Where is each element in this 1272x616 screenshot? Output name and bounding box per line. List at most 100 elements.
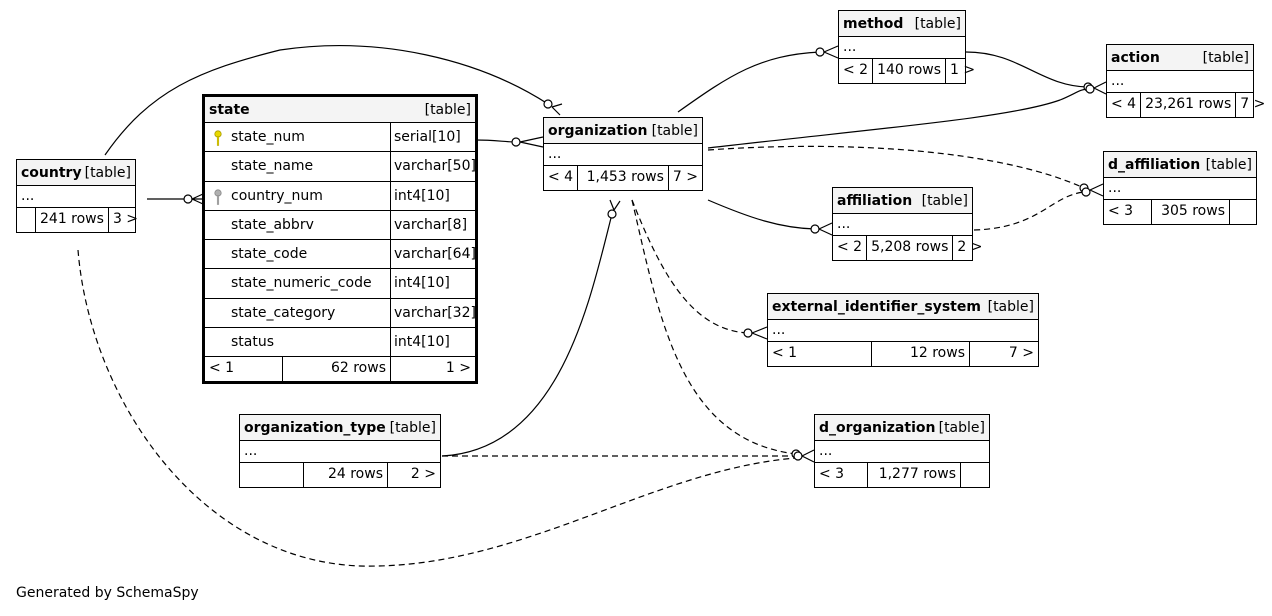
table-name: d_affiliation <box>1108 156 1201 173</box>
edge-organization-affiliation <box>707 199 816 230</box>
column-name: state_code <box>231 246 308 263</box>
table-header: d_organization[table] <box>815 415 989 441</box>
table-kind: [table] <box>987 298 1034 315</box>
column-row[interactable]: state_name varchar[50] <box>205 152 476 182</box>
table-kind: [table] <box>938 419 985 436</box>
parents-link[interactable]: < 3 <box>815 463 868 487</box>
column-name: state_abbrv <box>231 216 314 233</box>
parents-link[interactable]: < 2 <box>839 59 874 83</box>
table-header: method[table] <box>839 11 965 37</box>
table-kind: [table] <box>424 101 471 118</box>
children-link[interactable]: 7 > <box>1008 345 1034 361</box>
column-name: state_name <box>231 158 314 175</box>
table-footer: < 1 62 rows 1 > <box>205 357 475 382</box>
column-row[interactable]: state_code varchar[64] <box>205 240 476 270</box>
parents-link[interactable] <box>240 463 304 487</box>
table-name: affiliation <box>837 192 913 209</box>
children-link[interactable]: 2 > <box>410 466 436 482</box>
children-link[interactable]: 2 > <box>957 239 983 255</box>
row-count: 140 rows <box>873 59 947 83</box>
table-header: organization[table] <box>544 118 702 144</box>
row-count: 23,261 rows <box>1141 93 1237 117</box>
table-name: action <box>1111 49 1160 66</box>
children-link[interactable]: 1 > <box>445 360 471 377</box>
parents-link[interactable]: < 2 <box>833 236 868 260</box>
edge-state-organization <box>475 139 517 143</box>
table-columns-collapsed[interactable]: ... <box>833 214 972 236</box>
column-name: country_num <box>231 187 323 204</box>
column-type: serial[10] <box>394 129 461 145</box>
row-count: 5,208 rows <box>867 236 954 260</box>
table-columns-collapsed[interactable]: ... <box>544 144 702 166</box>
table-columns-collapsed[interactable]: ... <box>1107 71 1253 93</box>
column-row[interactable]: state_numeric_code int4[10] <box>205 269 475 299</box>
table-kind: [table] <box>1205 156 1252 173</box>
column-name: state_category <box>231 304 336 321</box>
children-link[interactable]: 7 > <box>1240 96 1266 112</box>
edge-organization-d_organization <box>631 199 797 455</box>
children-link[interactable]: 1 > <box>950 62 976 78</box>
column-row[interactable]: status int4[10] <box>205 328 475 358</box>
parents-link[interactable] <box>17 208 36 232</box>
foreign-key-icon <box>214 188 222 205</box>
table-kind: [table] <box>1202 49 1249 66</box>
parents-link[interactable]: < 3 <box>1104 200 1152 224</box>
column-name: status <box>231 334 275 351</box>
table-columns-collapsed[interactable]: ... <box>240 441 440 463</box>
row-count: 1,453 rows <box>578 166 669 190</box>
edge-orgtype-organization <box>441 213 613 457</box>
table-name: organization <box>548 122 648 139</box>
table-columns-collapsed[interactable]: ... <box>768 320 1038 342</box>
parents-link[interactable]: < 1 <box>768 342 872 366</box>
table-columns-collapsed[interactable]: ... <box>1104 178 1256 200</box>
children-link[interactable] <box>1230 200 1256 224</box>
column-row[interactable]: country_num int4[10] <box>205 181 475 211</box>
children-link[interactable]: 7 > <box>672 169 698 185</box>
row-count: 305 rows <box>1152 200 1230 224</box>
children-link[interactable] <box>961 463 989 487</box>
table-header: affiliation [table] <box>833 188 972 214</box>
column-type: int4[10] <box>394 187 450 204</box>
edge-affiliation-d_affiliation <box>973 191 1085 231</box>
parents-link[interactable]: < 4 <box>544 166 579 190</box>
table-columns-collapsed[interactable]: ... <box>815 441 989 463</box>
table-name: country <box>21 164 82 181</box>
table-kind: [table] <box>921 192 968 209</box>
parents-link[interactable]: < 1 <box>205 357 283 382</box>
primary-key-icon <box>214 130 222 146</box>
parents-link[interactable]: < 4 <box>1107 93 1142 117</box>
table-name: d_organization <box>819 419 936 436</box>
generated-by-note: Generated by SchemaSpy <box>16 585 199 601</box>
table-columns-collapsed[interactable]: ... <box>839 37 965 59</box>
table-header: action [table] <box>1107 45 1253 71</box>
edge-organization-external <box>631 199 749 334</box>
table-state[interactable]: state [table] state_num serial[10] state… <box>202 94 478 385</box>
edge-country-organization <box>104 45 549 156</box>
column-row[interactable]: state_num serial[10] <box>205 123 475 153</box>
table-external_identifier_system[interactable]: external_identifier_system[table] ... < … <box>767 293 1039 367</box>
column-type: int4[10] <box>394 275 450 292</box>
table-header: country[table] <box>17 160 135 186</box>
column-type: varchar[64] <box>394 246 476 263</box>
table-columns-collapsed[interactable]: ... <box>17 186 135 208</box>
column-row[interactable]: state_abbrv varchar[8] <box>205 210 475 241</box>
children-link[interactable]: 3 > <box>112 211 139 227</box>
table-header: organization_type[table] <box>240 415 440 441</box>
column-type: int4[10] <box>394 334 450 351</box>
column-row[interactable]: state_category varchar[32] <box>205 298 476 329</box>
table-name: method <box>843 15 904 32</box>
